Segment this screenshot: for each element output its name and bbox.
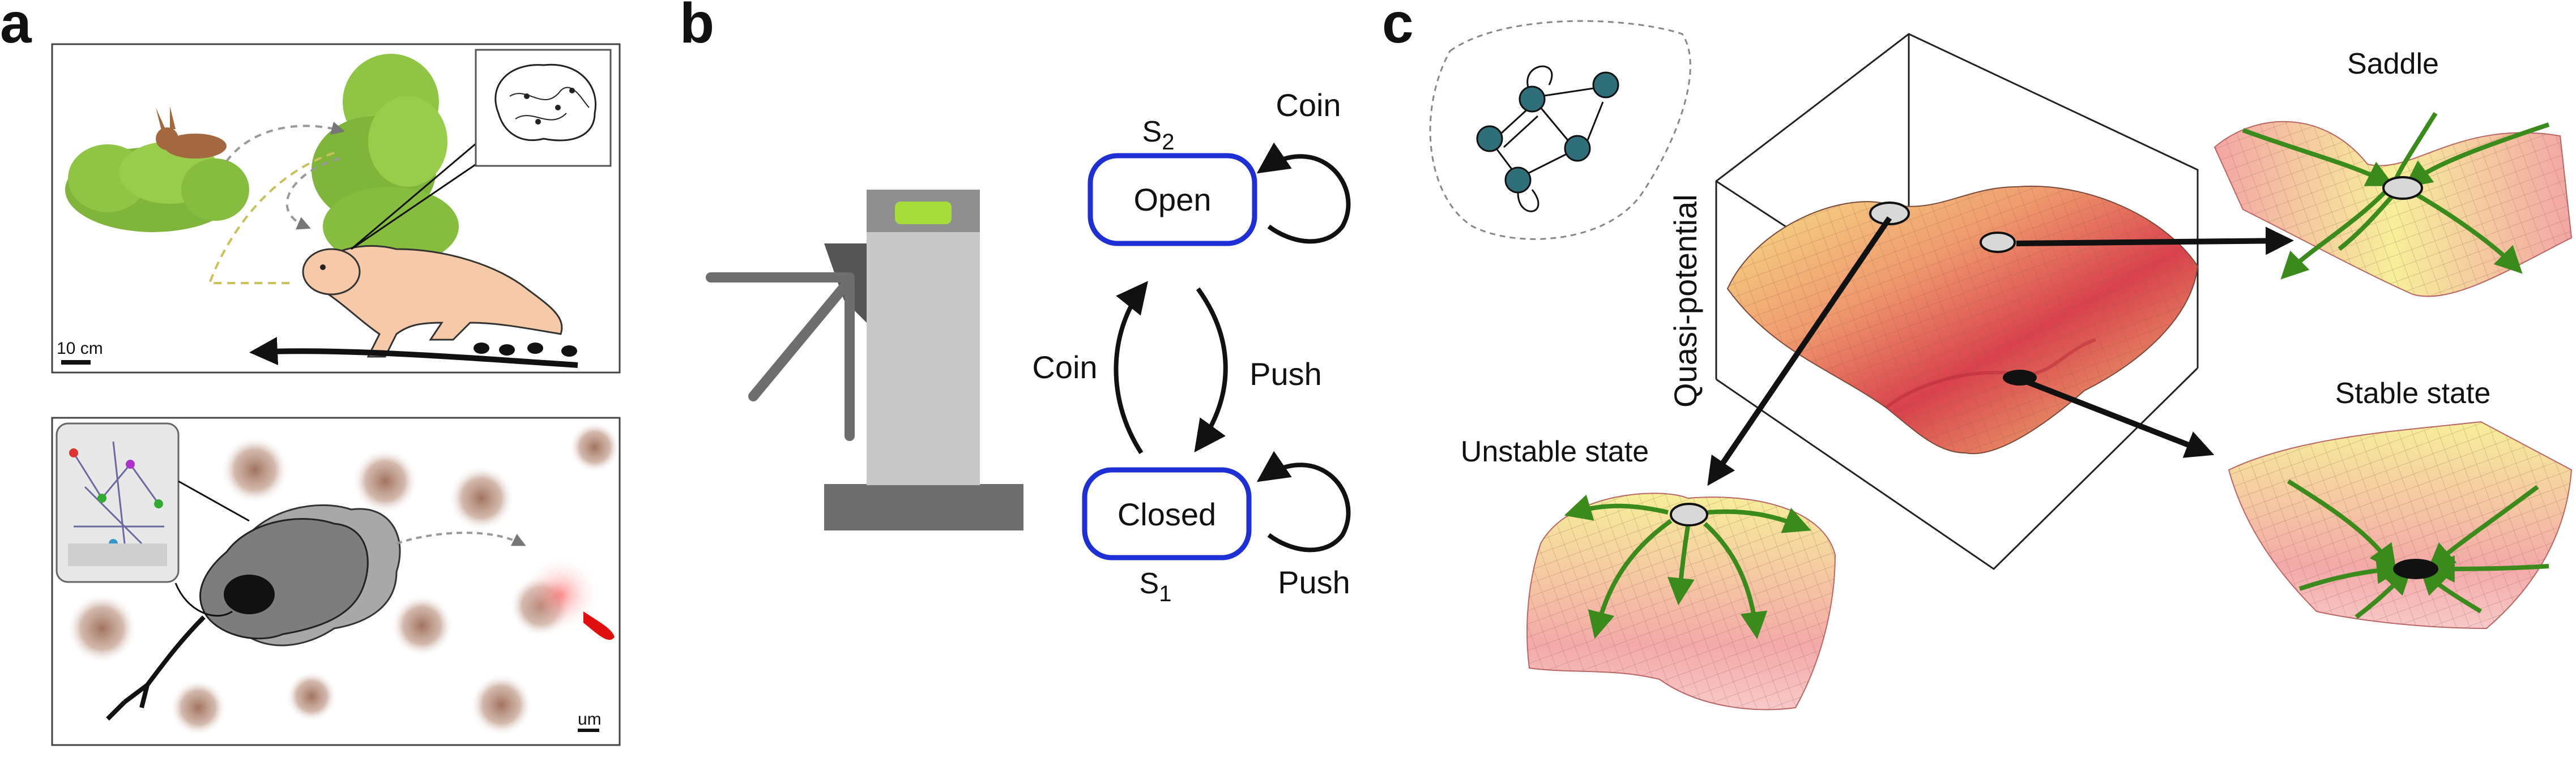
inset-leader-2 (174, 583, 233, 617)
arrow-to-unstable (1707, 216, 1892, 486)
saddle-point (2382, 176, 2423, 200)
state-open-label: Open (1134, 182, 1212, 217)
rabbit-path-2 (285, 157, 340, 230)
paw-prints (474, 343, 577, 357)
axis-label-quasi-potential: Quasi-potential (1667, 194, 1703, 408)
state-open-symbol: S2 (1142, 115, 1175, 155)
turnstile-light (895, 202, 952, 224)
network-inset (1429, 20, 1691, 240)
rabbit-path-1 (225, 121, 346, 162)
brain-leader-1 (351, 123, 499, 250)
saddle-label: Saddle (2347, 48, 2439, 80)
inset-leader (178, 480, 250, 522)
panel-a-bottom-scene: um (51, 417, 621, 746)
stable-point (2393, 559, 2438, 579)
predator-animal (302, 245, 563, 358)
stable-callout: Stable state (2228, 377, 2573, 630)
panel-a: a (0, 0, 621, 746)
panel-c: c (1382, 0, 2573, 710)
top-scale-label: 10 cm (57, 339, 103, 358)
state-open-box (1087, 153, 1257, 246)
unstable-label: Unstable state (1461, 435, 1649, 468)
unstable-callout: Unstable state (1461, 435, 1836, 710)
state-closed-box (1082, 467, 1252, 560)
tall-bush (312, 54, 459, 266)
brain-inset (475, 49, 612, 167)
cell (106, 504, 401, 721)
surface-unstable-point (1869, 202, 1910, 225)
target-glow (521, 555, 600, 634)
state-open: Open S2 Coin (1087, 87, 1351, 246)
closed-self-loop (1256, 451, 1351, 553)
quasi-potential-surface (1726, 186, 2199, 455)
state-closed: Closed S1 Push (1082, 451, 1351, 606)
open-self-loop (1256, 142, 1351, 244)
panel-b: b Open S2 Coin Closed S1 Push (680, 0, 1351, 606)
arrow-to-stable (2027, 379, 2215, 458)
cell-network-inset (56, 422, 180, 583)
unstable-point (1670, 503, 1708, 527)
transition-coin-label: Coin (1032, 349, 1097, 385)
brain-leader-2 (351, 152, 493, 250)
panel-b-label: b (680, 0, 714, 55)
surface-saddle-point (1980, 232, 2016, 253)
transition-closed-to-open (1114, 281, 1148, 455)
predator-path (208, 152, 335, 284)
rabbit (156, 106, 227, 159)
motion-arrow (249, 337, 578, 368)
panel-a-label: a (0, 0, 32, 55)
stable-label: Stable state (2335, 377, 2491, 410)
transition-push-label: Push (1249, 356, 1322, 392)
panel-c-label: c (1382, 0, 1414, 55)
open-self-loop-label: Coin (1276, 87, 1341, 123)
transition-open-to-closed (1194, 287, 1228, 453)
saddle-callout: Saddle (2214, 48, 2573, 297)
state-closed-symbol: S1 (1140, 567, 1172, 606)
arrow-to-saddle (2016, 226, 2294, 255)
chemotaxis-path (396, 532, 526, 546)
bottom-scale-label: um (578, 710, 602, 729)
closed-self-loop-label: Push (1278, 564, 1350, 600)
panel-a-top-scene: 10 cm (51, 43, 621, 374)
target (583, 611, 615, 640)
state-closed-label: Closed (1118, 496, 1216, 532)
turnstile-illustration (706, 190, 1023, 530)
